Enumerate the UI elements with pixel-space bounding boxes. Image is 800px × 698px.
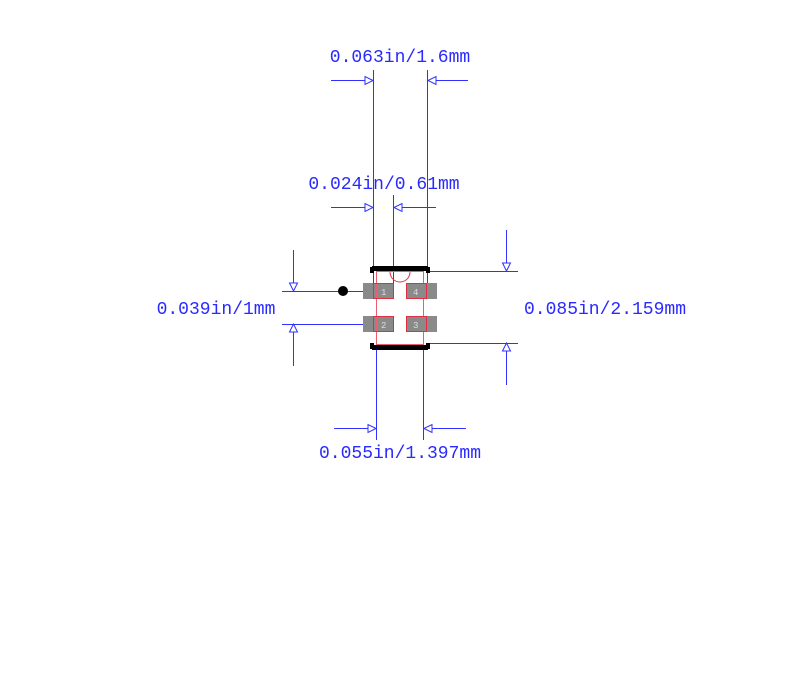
dim-label-height: 0.085in/2.159mm — [524, 300, 686, 320]
dim-label-pitch: 0.039in/1mm — [157, 300, 276, 320]
dim-label-bottom-width: 0.055in/1.397mm — [319, 444, 481, 464]
svg-text:1: 1 — [381, 288, 386, 298]
pad-labels: 1 4 2 3 — [381, 288, 418, 331]
svg-text:4: 4 — [413, 288, 418, 298]
svg-text:2: 2 — [381, 321, 386, 331]
package-body — [338, 266, 437, 350]
pin1-marker — [338, 286, 348, 296]
dimension-arrows — [288, 75, 512, 434]
svg-text:3: 3 — [413, 321, 418, 331]
extension-lines — [282, 70, 518, 440]
dim-label-pad-width: 0.024in/0.61mm — [308, 175, 459, 195]
dim-label-top-width: 0.063in/1.6mm — [330, 48, 470, 68]
